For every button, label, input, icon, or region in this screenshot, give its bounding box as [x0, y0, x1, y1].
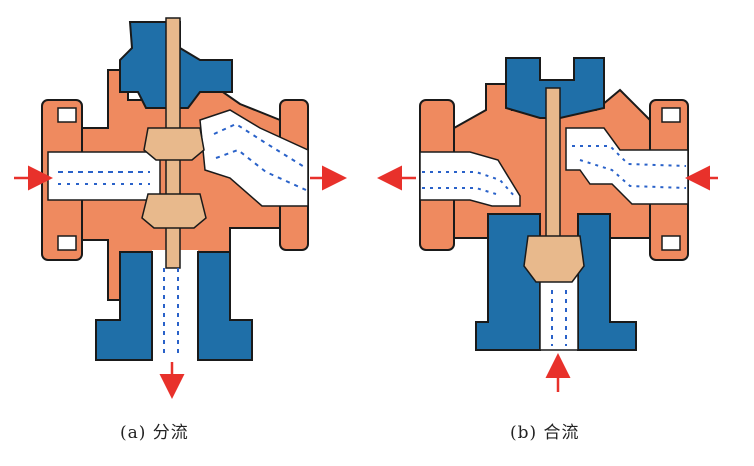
caption-converging: (b) 合流	[510, 423, 580, 443]
panel-a	[14, 17, 347, 399]
flow-lines-bottom-b	[551, 290, 567, 346]
valve-plug-b	[523, 235, 585, 283]
valve-stem-b	[545, 87, 561, 249]
upper-outlet-passage-a	[199, 109, 309, 207]
caption-diverging: (a) 分流	[120, 423, 189, 443]
valve-plug-upper-a	[143, 127, 205, 161]
bottom-bonnet-a	[95, 251, 253, 361]
flow-lines-inlet-b	[572, 145, 687, 189]
flow-lines-outlet-b	[422, 171, 517, 199]
flow-lines-inlet-a	[58, 171, 150, 185]
outlet-passage-b	[419, 151, 521, 207]
flow-lines-bottom-a	[163, 268, 179, 356]
valve-plug-lower-a	[141, 193, 207, 229]
inlet-passage-a	[47, 151, 161, 201]
flow-lines-upper-a	[213, 122, 307, 191]
panel-b	[377, 57, 718, 392]
